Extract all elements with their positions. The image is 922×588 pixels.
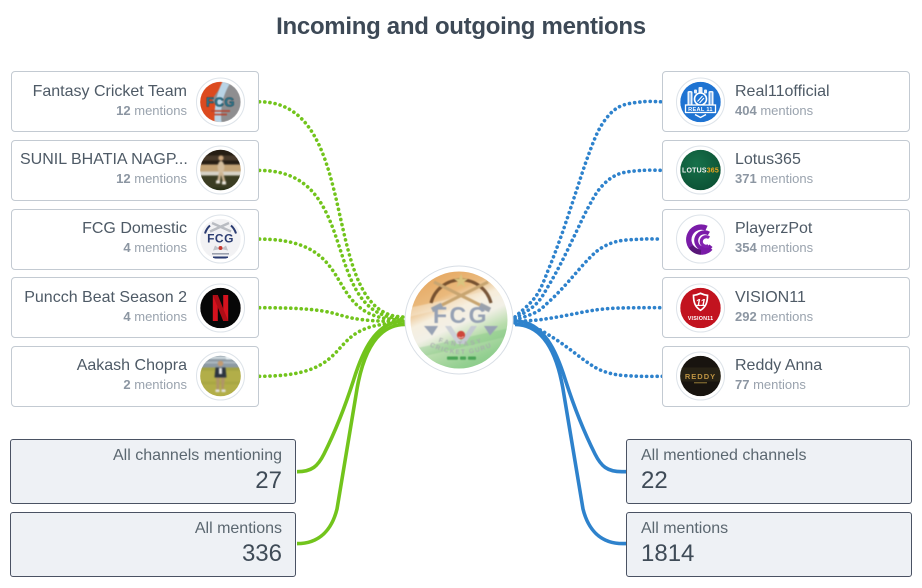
svg-text:FANTASY: FANTASY: [438, 337, 485, 348]
svg-text:FCG: FCG: [433, 302, 489, 328]
svg-text:FCG: FCG: [206, 94, 235, 109]
svg-text:LOTUS365: LOTUS365: [682, 168, 719, 175]
svg-text:FCG: FCG: [207, 232, 234, 246]
svg-text:11: 11: [696, 298, 707, 309]
svg-text:REDDY: REDDY: [685, 372, 716, 381]
svg-text:REAL 11: REAL 11: [688, 107, 713, 113]
svg-text:VISION11: VISION11: [688, 316, 714, 322]
